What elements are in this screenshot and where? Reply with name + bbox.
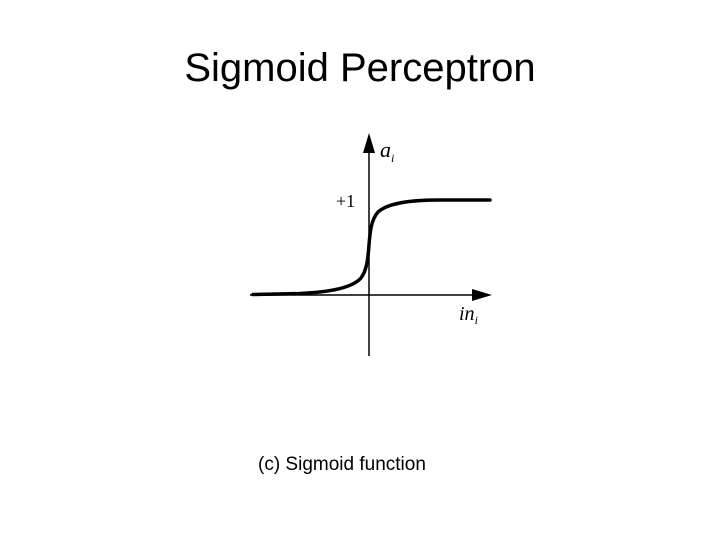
x-axis-label-main: in bbox=[459, 303, 475, 325]
y-axis-label: ai bbox=[380, 137, 394, 165]
x-axis-label: ini bbox=[459, 303, 478, 327]
y-axis-label-main: a bbox=[380, 137, 391, 162]
sigmoid-curve bbox=[251, 198, 492, 297]
x-axis-label-subscript: i bbox=[475, 313, 478, 327]
y-axis-arrowhead bbox=[363, 133, 375, 153]
tick-label-plus-one: +1 bbox=[336, 191, 355, 211]
x-axis-arrowhead bbox=[472, 289, 492, 301]
y-axis-label-subscript: i bbox=[391, 151, 394, 165]
slide-title: Sigmoid Perceptron bbox=[184, 46, 536, 90]
figure-caption: (c) Sigmoid function bbox=[258, 454, 426, 475]
